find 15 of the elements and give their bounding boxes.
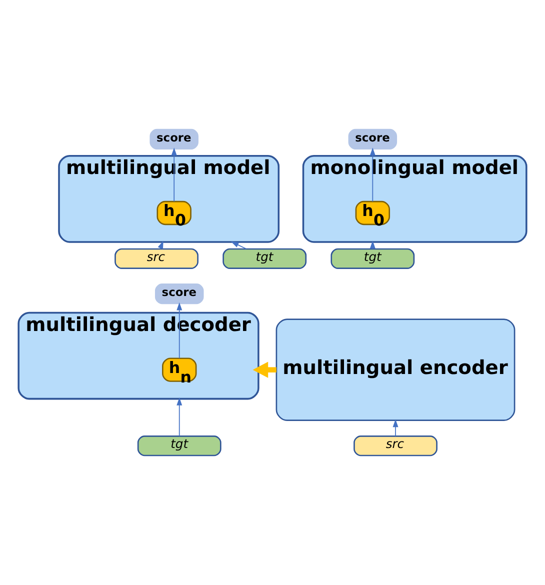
arrow xyxy=(370,148,376,202)
arrow xyxy=(252,362,276,378)
arrow xyxy=(230,241,247,250)
node-box: src xyxy=(354,436,438,456)
arrow xyxy=(176,302,182,359)
arrow xyxy=(370,240,376,250)
arrow xyxy=(176,397,182,437)
node-box: tgt xyxy=(137,436,222,456)
arrow xyxy=(392,419,398,437)
node-box: score xyxy=(348,128,398,150)
arrow xyxy=(171,148,177,202)
node-box: multilingual encoder xyxy=(276,318,516,421)
node-box: score xyxy=(154,284,204,304)
node-box: score xyxy=(150,128,198,150)
node-box: tgt xyxy=(222,248,307,269)
